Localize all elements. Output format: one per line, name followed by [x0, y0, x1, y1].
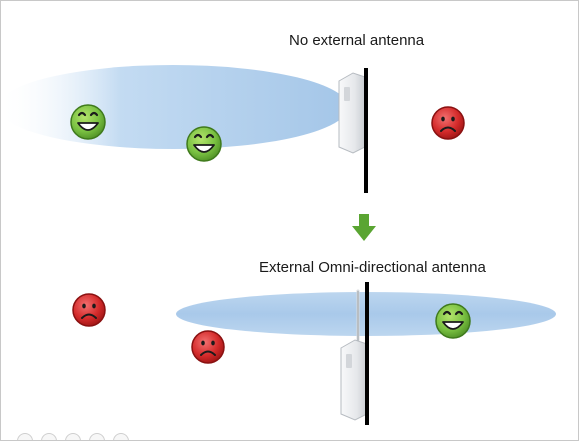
caption-external-omni-antenna: External Omni-directional antenna — [259, 259, 486, 276]
toolbar-circle — [65, 433, 81, 440]
happy-face-icon — [69, 103, 107, 141]
sad-face-icon — [431, 106, 465, 140]
sad-face-icon — [191, 330, 225, 364]
down-arrow-icon — [352, 214, 376, 241]
sad-face-icon — [72, 293, 106, 327]
toolbar-circle — [41, 433, 57, 440]
access-point-icon — [338, 72, 366, 154]
toolbar-circle — [89, 433, 105, 440]
coverage-area-directional — [1, 65, 348, 149]
happy-face-icon — [434, 302, 472, 340]
caption-no-external-antenna: No external antenna — [289, 32, 425, 49]
happy-face-icon — [185, 125, 223, 163]
toolbar-circle — [113, 433, 129, 440]
toolbar-circle — [17, 433, 33, 440]
slide-toolbar-remnant — [1, 433, 161, 440]
